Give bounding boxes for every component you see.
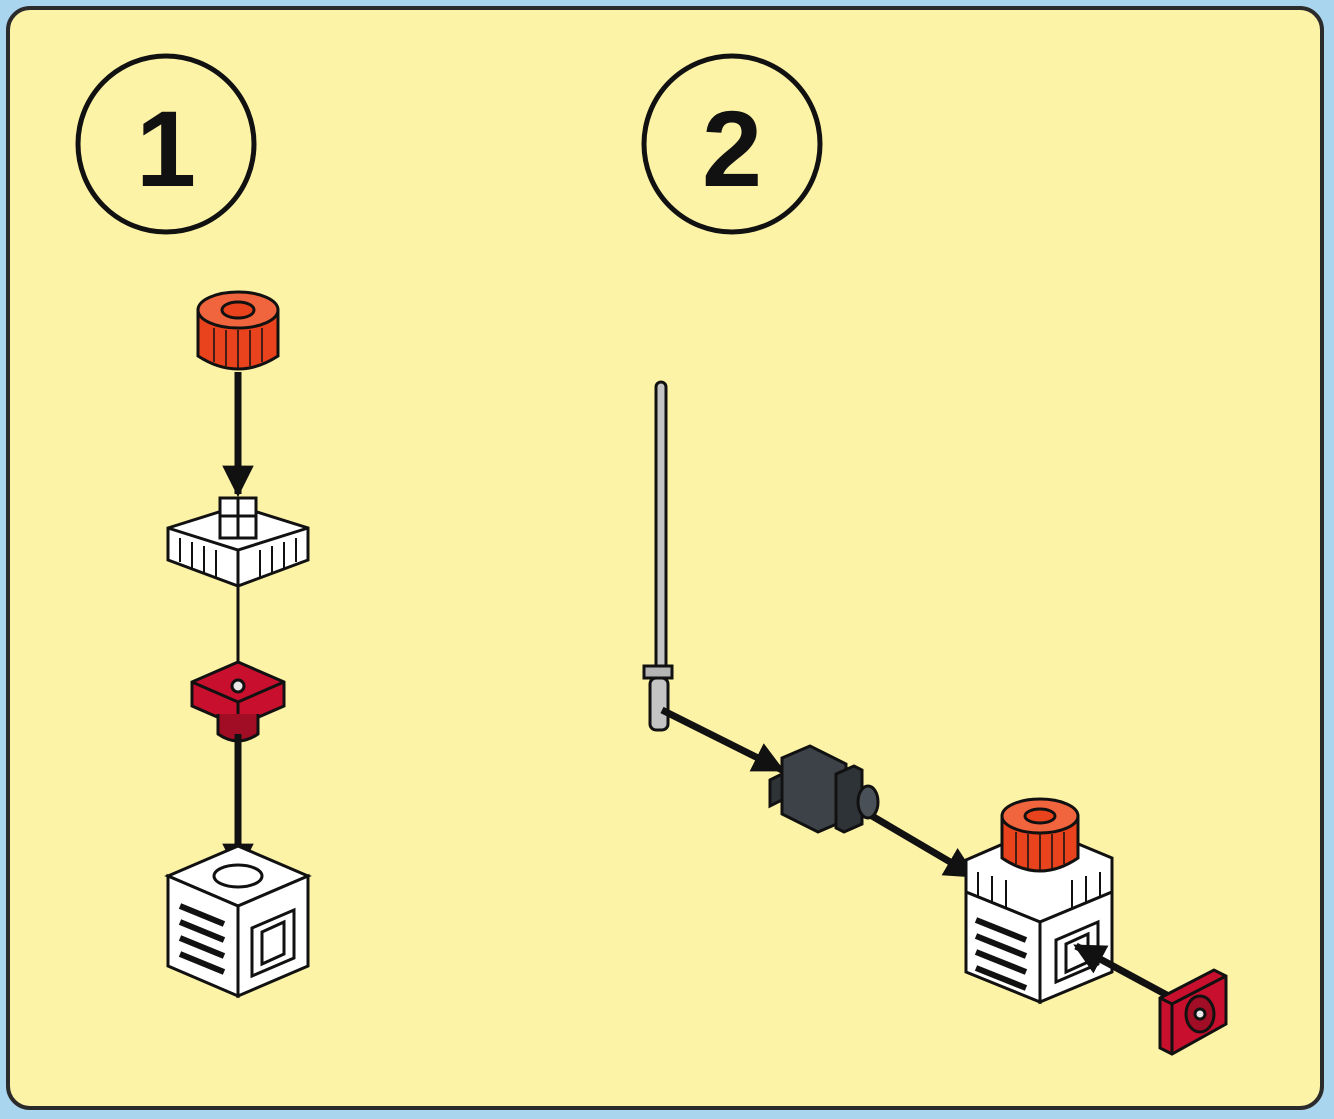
white-cube-block [164, 844, 312, 999]
red-clip [190, 660, 286, 743]
step-1-circle [75, 53, 257, 235]
step-2-arrow-3 [1073, 942, 1178, 1004]
instruction-panel: 1 [6, 6, 1324, 1110]
grey-antenna-rod [642, 380, 674, 732]
step-2-arrow-1 [660, 706, 785, 774]
step-2-circle [641, 53, 823, 235]
step-1-number: 1 [136, 88, 196, 209]
orange-cap [196, 290, 280, 371]
step-1-badge: 1 [75, 53, 257, 235]
step-2-badge: 2 [641, 53, 823, 235]
orange-cap-on-cube [1000, 797, 1080, 873]
step-2-arrow-2 [870, 812, 977, 880]
assembly-diagram: 1 [75, 53, 1228, 1056]
black-connector [768, 744, 880, 834]
white-cross-connector [166, 496, 310, 588]
red-clip-step-2 [1158, 968, 1228, 1056]
step-2-number: 2 [702, 88, 762, 209]
